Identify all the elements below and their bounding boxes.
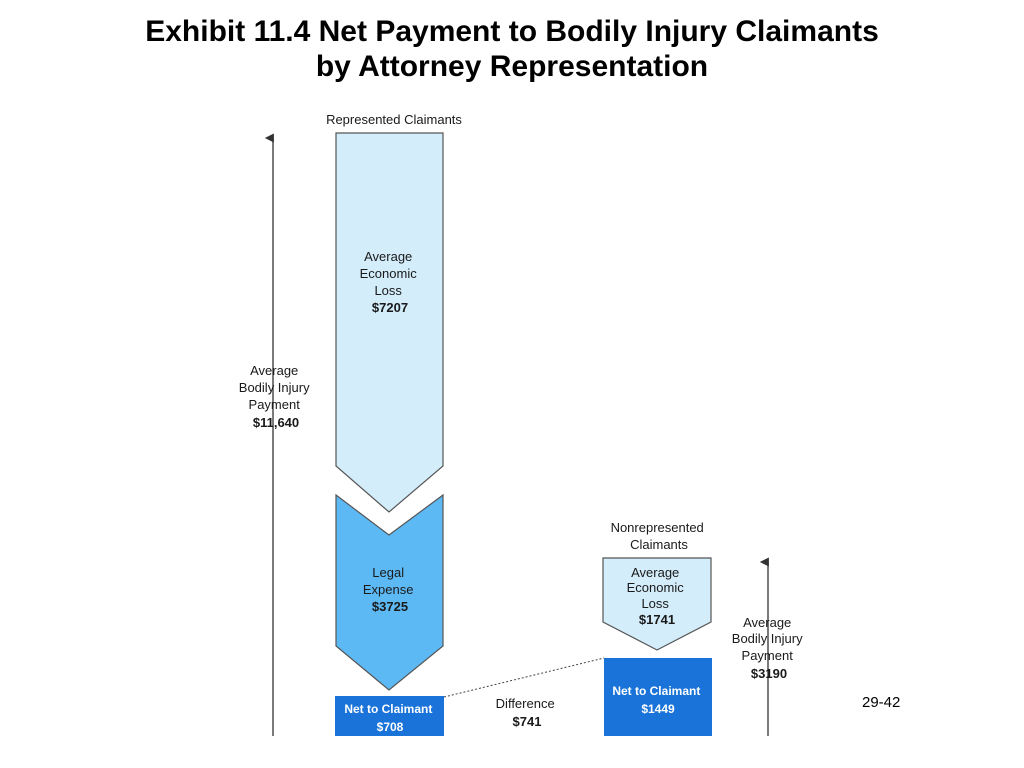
nonrepresented-net-box [604, 658, 712, 736]
difference-connector [443, 657, 605, 698]
represented-net-box [335, 696, 444, 736]
nonrepresented-economic-loss-shape [602, 557, 712, 651]
nonrepresented-net-label: Net to Claimant $1449 [612, 684, 703, 716]
represented-heading: Represented Claimants [326, 112, 462, 127]
difference-label: Difference $741 [496, 696, 559, 729]
represented-legal-expense-shape [335, 493, 444, 691]
title-line-1: Exhibit 11.4 Net Payment to Bodily Injur… [145, 15, 879, 48]
represented-legal-expense-label: Legal Expense $3725 [363, 565, 417, 614]
nonrepresented-total-label: Average Bodily Injury Payment $3190 [732, 615, 806, 681]
page-title: Exhibit 11.4 Net Payment to Bodily Injur… [0, 14, 1024, 84]
represented-total-label: Average Bodily Injury Payment $11,640 [239, 363, 313, 430]
nonrepresented-heading: Nonrepresented Claimants [611, 520, 708, 552]
title-line-2: by Attorney Representation [315, 50, 709, 83]
represented-economic-loss-label: Average Economic Loss $7207 [360, 249, 421, 315]
represented-net-label: Net to Claimant $708 [344, 702, 435, 734]
nonrepresented-economic-loss-label: Average Economic Loss $1741 [627, 565, 688, 627]
slide-number: 29-42 [862, 694, 901, 711]
represented-economic-loss-shape [335, 132, 444, 513]
